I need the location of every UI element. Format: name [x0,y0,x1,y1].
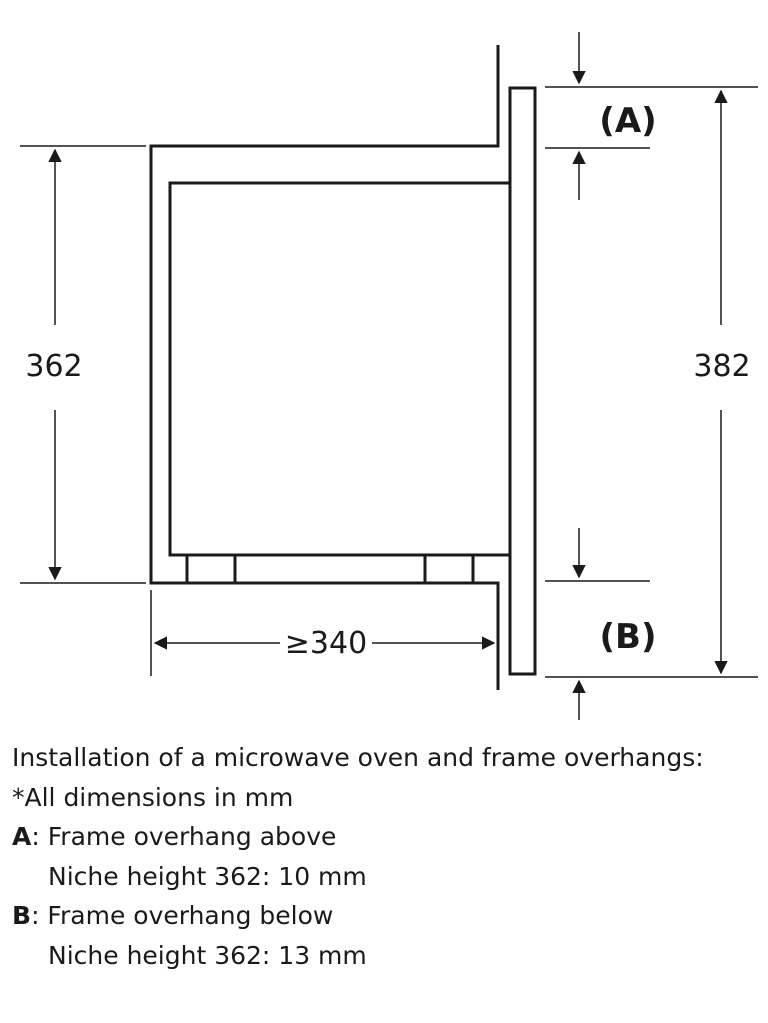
label-a: (A) [599,101,656,141]
microwave-foot-left [185,553,237,585]
front-frame [508,86,537,676]
frame-height-label: 382 [693,349,750,384]
caption-b-key: B [12,901,32,930]
caption-a-desc: : Frame overhang above [31,822,337,851]
caption-a-key: A [12,822,32,851]
label-b: (B) [600,617,657,657]
microwave-foot-right [423,553,475,585]
depth-label: ≥340 [285,626,367,661]
microwave-body [168,181,510,557]
caption-b-value: Niche height 362: 13 mm [48,940,367,970]
cabinet-outer-outline [149,45,500,690]
caption-b-desc: : Frame overhang below [31,901,334,930]
caption-units-note: *All dimensions in mm [12,782,294,812]
caption-a-row: A: Frame overhang above [12,817,764,857]
installation-caption: Installation of a microwave oven and fra… [12,738,764,975]
caption-title: Installation of a microwave oven and fra… [12,743,704,772]
caption-b-row: B: Frame overhang below [12,896,764,936]
niche-height-label: 362 [25,349,82,384]
installation-diagram: 362 ≥340 (A) (B) 382 [20,32,758,720]
caption-a-value: Niche height 362: 10 mm [48,861,367,891]
